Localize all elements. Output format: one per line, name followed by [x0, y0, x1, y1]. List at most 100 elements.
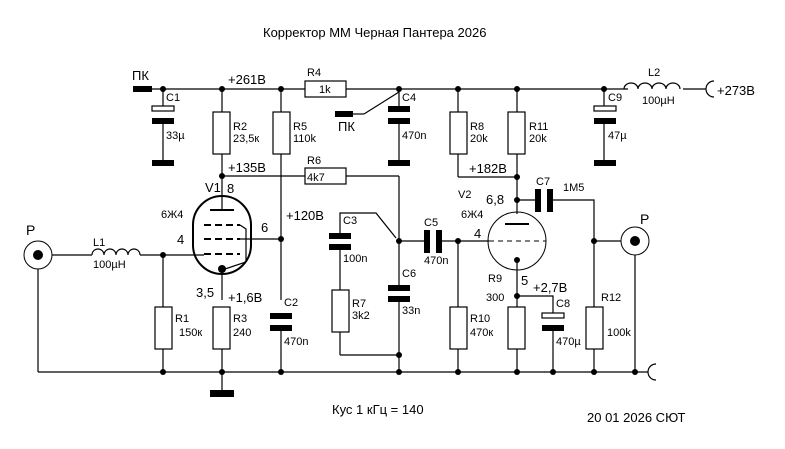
c6-value: 33n — [402, 305, 420, 317]
v2-ref: V2 — [458, 189, 471, 201]
r10-value: 470к — [470, 327, 493, 339]
output-label: P — [640, 211, 649, 227]
resistor-r7 — [331, 289, 399, 356]
r3-ref: R3 — [233, 313, 247, 325]
supply-terminal — [705, 80, 715, 98]
r2-value: 23,5к — [233, 133, 259, 145]
v1-pin-screen: 6 — [261, 220, 268, 235]
r9-value: 300 — [486, 292, 504, 304]
resistor-r12 — [585, 306, 604, 372]
c5-value: 470n — [424, 255, 448, 267]
r12-ref: R12 — [601, 292, 621, 304]
capacitor-c6 — [388, 241, 410, 372]
node-voltage-b-plus: +261В — [228, 72, 266, 87]
resistor-r9 — [507, 306, 526, 372]
l1-value: 100µH — [93, 259, 126, 271]
capacitor-c1 — [151, 89, 175, 166]
c3-value: 100n — [343, 253, 367, 265]
ground-rail — [38, 369, 648, 375]
capacitor-c5 — [424, 230, 442, 253]
resistor-r3 — [210, 306, 234, 397]
r8-ref: R8 — [470, 121, 484, 133]
c5-ref: C5 — [424, 217, 438, 229]
output-ground-terminal — [647, 363, 657, 381]
junction-dot — [278, 236, 284, 242]
pk-label-mid: ПК — [338, 119, 355, 134]
capacitor-c7 — [535, 189, 553, 212]
v2-pin-grid: 4 — [474, 226, 481, 241]
c3-ref: C3 — [343, 215, 357, 227]
r5-ref: R5 — [293, 121, 307, 133]
tube-v2 — [487, 211, 547, 307]
r10-ref: R10 — [470, 313, 490, 325]
r4-ref: R4 — [307, 67, 321, 79]
r12-value: 100k — [607, 327, 631, 339]
resistor-r4 — [304, 80, 347, 98]
capacitor-c8 — [541, 312, 565, 372]
r11-ref: R11 — [529, 121, 548, 133]
r1-ref: R1 — [175, 313, 189, 325]
resistor-r5 — [272, 86, 291, 300]
l2-ref: L2 — [648, 67, 660, 79]
c6-ref: C6 — [402, 268, 416, 280]
capacitor-c2 — [270, 313, 292, 372]
c9-ref: C9 — [608, 92, 622, 104]
l2-value: 100µH — [642, 95, 675, 107]
r7-ref: R7 — [352, 298, 366, 310]
r8-value: 20k — [470, 133, 488, 145]
r1-value: 150к — [179, 327, 202, 339]
l1-ref: L1 — [93, 237, 105, 249]
gain-note: Кус 1 кГц = 140 — [332, 402, 424, 417]
output-connector[interactable] — [620, 226, 650, 256]
v1-type: 6Ж4 — [161, 209, 183, 221]
c8-ref: C8 — [556, 298, 570, 310]
v2-type: 6Ж4 — [461, 209, 483, 221]
c4-ref: C4 — [402, 92, 416, 104]
r6-ref: R6 — [307, 155, 321, 167]
r7-value: 3k2 — [352, 310, 370, 322]
node-voltage-v1-cathode: +1,6В — [228, 290, 262, 305]
c8-value: 470µ — [556, 336, 581, 348]
resistor-r1 — [154, 255, 173, 372]
node-voltage-v1-screen: +120В — [286, 208, 324, 223]
node-voltage-v2-anode: +182В — [469, 161, 507, 176]
resistor-r8 — [449, 86, 517, 178]
node-voltage-v1-anode: +135В — [228, 160, 266, 175]
r6-value: 4k7 — [307, 172, 325, 184]
r4-value: 1k — [319, 84, 331, 96]
input-label: P — [26, 222, 35, 238]
capacitor-c3 — [329, 233, 351, 290]
date-note: 20 01 2026 СЮТ — [587, 410, 685, 425]
ground-plate — [152, 160, 174, 166]
c2-value: 470n — [284, 336, 308, 348]
c9-value: 47µ — [608, 130, 627, 142]
r9-ref: R9 — [488, 273, 502, 285]
c1-ref: C1 — [166, 92, 180, 104]
r5-value: 110k — [293, 133, 317, 145]
v2-pin-anode: 6,8 — [486, 192, 504, 207]
inductor-l1 — [91, 248, 141, 256]
tube-v1 — [192, 188, 281, 300]
r2-ref: R2 — [233, 121, 247, 133]
inductor-l2 — [623, 82, 681, 90]
r3-value: 240 — [233, 327, 251, 339]
input-connector[interactable] — [23, 240, 53, 270]
pk-label-left: ПК — [132, 68, 149, 83]
v1-ref: V1 — [205, 180, 221, 195]
r11-value: 20k — [529, 133, 547, 145]
c4-value: 470n — [402, 130, 426, 142]
v2-pin-cathode: 5 — [521, 273, 528, 288]
resistor-r11 — [507, 86, 526, 214]
pk-terminal-left — [133, 86, 152, 92]
resistor-r10 — [449, 241, 468, 372]
v1-pin-grid: 4 — [177, 232, 184, 247]
c2-ref: C2 — [284, 297, 298, 309]
node-voltage-v2-cathode: +2,7В — [533, 280, 567, 295]
supply-voltage: +273В — [717, 83, 755, 98]
v1-pin-cathode: 3,5 — [196, 285, 214, 300]
resistor-r2 — [212, 86, 231, 188]
pk-terminal-mid — [335, 111, 353, 117]
v1-pin-anode: 8 — [227, 181, 234, 196]
